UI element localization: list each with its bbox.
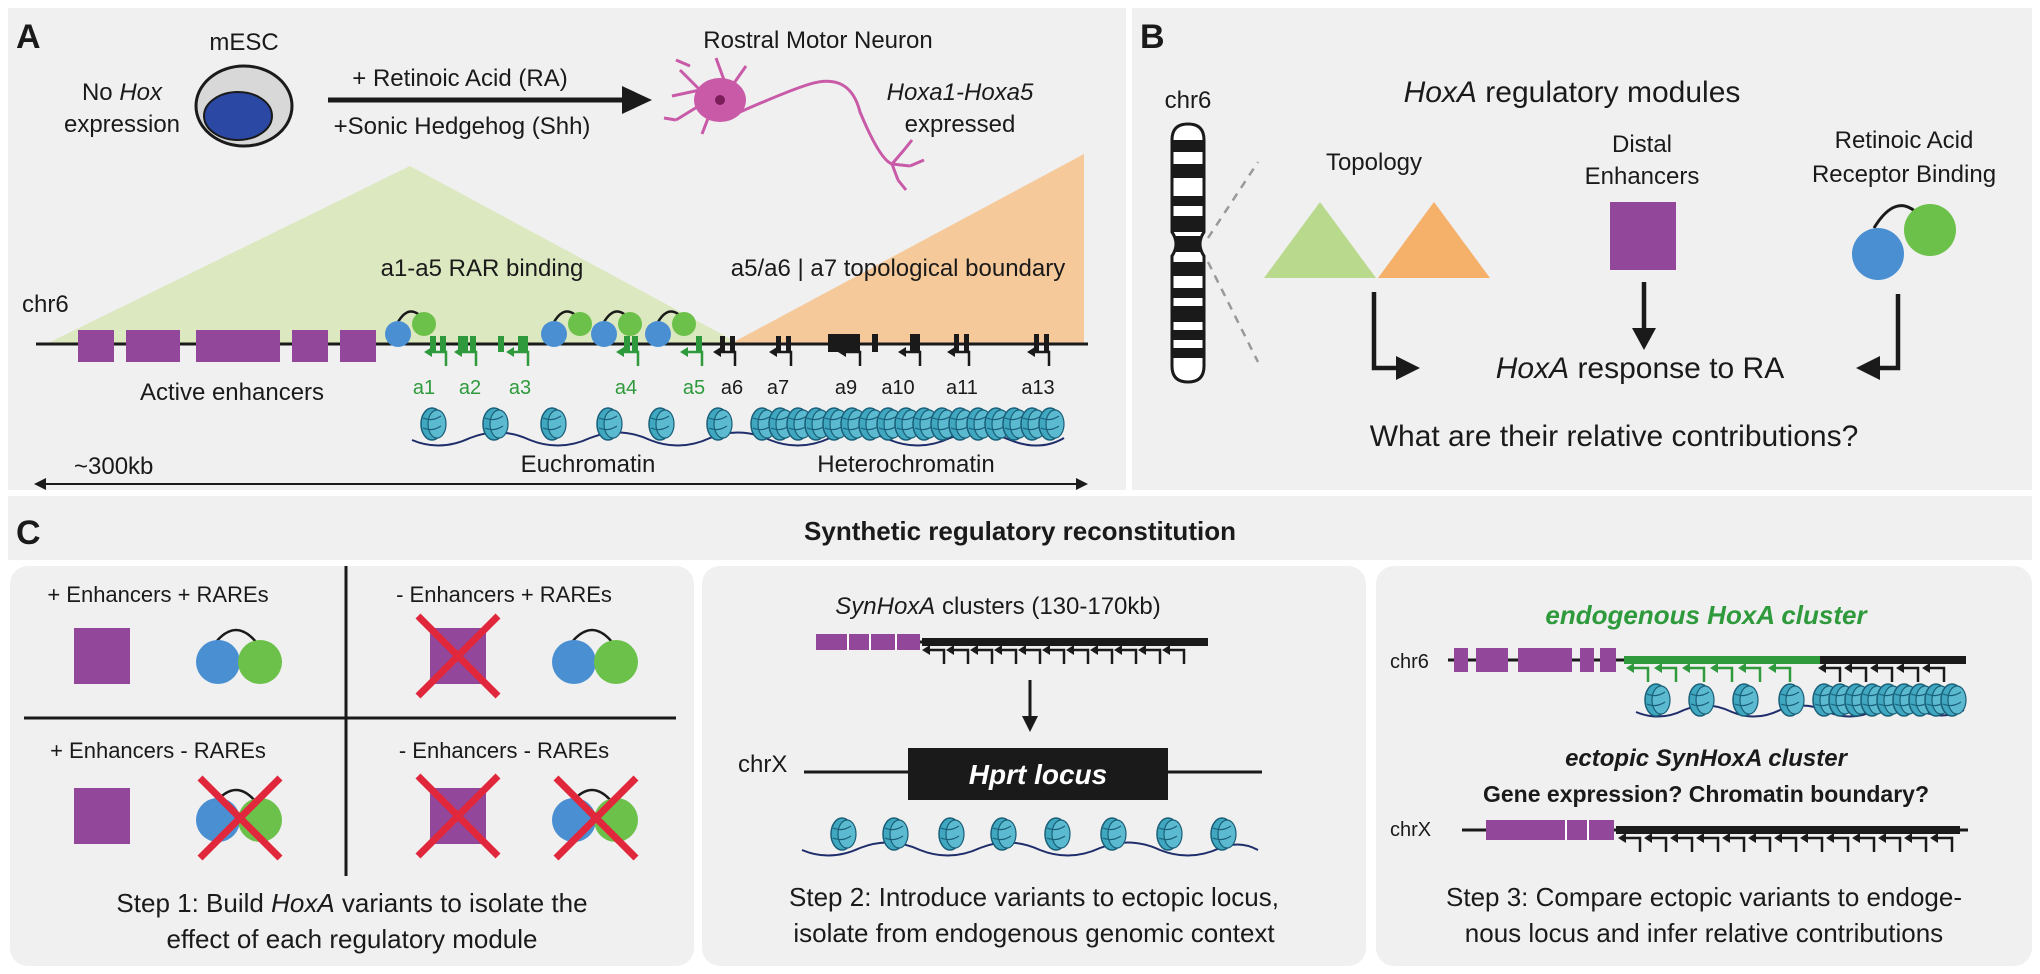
no-hox-text-1: No Hox	[82, 79, 163, 106]
nucleosome-array-step2	[801, 817, 1259, 857]
quad-label: - Enhancers - RAREs	[399, 738, 609, 763]
enhancer-boxes-a	[78, 330, 376, 362]
scale-label: ~300kb	[74, 453, 153, 480]
contributions-question: What are their relative contributions?	[1370, 420, 1859, 453]
gene-label: a5	[683, 377, 705, 399]
motor-neuron-icon	[663, 57, 925, 191]
mesc-label: mESC	[209, 29, 278, 56]
heterochromatin-label: Heterochromatin	[817, 451, 994, 478]
topology-orange-triangle	[1378, 202, 1490, 278]
gene-label: a13	[1021, 377, 1054, 399]
rar-label-1: Retinoic Acid	[1835, 127, 1974, 154]
quad-label: + Enhancers + RAREs	[47, 582, 268, 607]
distal-enhancer-box	[1610, 202, 1676, 270]
step2-text-1: Step 2: Introduce variants to ectopic lo…	[789, 882, 1279, 912]
gene-labels-a: a1 a2 a3 a4 a5 a6 a7 a9 a10 a11 a13	[413, 377, 1055, 399]
rar-binding-label: a1-a5 RAR binding	[381, 255, 584, 282]
arrowhead-rar	[1856, 356, 1880, 380]
synhoxa-construct	[816, 634, 1208, 666]
distal-label-1: Distal	[1612, 131, 1672, 158]
gene-label: a6	[721, 377, 743, 399]
step1-text-2: effect of each regulatory module	[167, 924, 538, 954]
zoom-lines	[1206, 161, 1260, 363]
enhancer-square-q1	[74, 628, 130, 684]
hoxa-expressed-1: Hoxa1-Hoxa5	[887, 79, 1034, 106]
no-hox-text-2: expression	[64, 111, 180, 138]
gene-label: a2	[459, 377, 481, 399]
ra-label: + Retinoic Acid (RA)	[352, 65, 567, 92]
ectopic-label: ectopic SynHoxA cluster	[1565, 745, 1849, 772]
rare-dimer-q2	[552, 628, 638, 684]
nucleosome-array-a	[411, 407, 1065, 447]
panel-c-title: Synthetic regulatory reconstitution	[804, 516, 1236, 546]
synhoxa-label: SynHoxA clusters (130-170kb)	[835, 593, 1160, 620]
insertion-arrow	[1022, 680, 1038, 732]
differentiation-arrow	[328, 86, 652, 114]
quad-label: + Enhancers - RAREs	[50, 738, 266, 763]
green-tad-triangle	[46, 166, 740, 344]
chr6-label-step3: chr6	[1390, 651, 1429, 673]
panel-a-label: A	[16, 18, 41, 56]
red-cross-q2	[415, 613, 501, 699]
step1-text-1: Step 1: Build HoxA variants to isolate t…	[116, 888, 587, 918]
chrx-label-step3: chrX	[1390, 819, 1431, 841]
panel-b-label: B	[1140, 18, 1165, 56]
step1-box	[10, 566, 694, 966]
arrowhead-enhancers	[1632, 328, 1656, 350]
arrowhead-topology	[1396, 356, 1420, 380]
shh-label: +Sonic Hedgehog (Shh)	[334, 113, 591, 140]
rar-dimer-icon-b	[1852, 204, 1956, 280]
scale-bar	[34, 478, 1088, 490]
red-cross-q4b	[553, 775, 639, 861]
red-cross-q3	[197, 775, 283, 861]
panel-c-label: C	[16, 514, 41, 552]
red-cross-q4a	[415, 773, 501, 859]
modules-title: HoxA regulatory modules	[1404, 76, 1741, 109]
step3-text-2: nous locus and infer relative contributi…	[1465, 918, 1943, 948]
chr6-label-b: chr6	[1165, 87, 1212, 114]
hoxa-genes-a	[422, 334, 1051, 368]
orange-tad-triangle	[730, 154, 1084, 344]
gene-label: a3	[509, 377, 531, 399]
quad-label: - Enhancers + RAREs	[396, 582, 612, 607]
boundary-label: a5/a6 | a7 topological boundary	[731, 255, 1066, 282]
gene-label: a4	[615, 377, 637, 399]
gene-label: a1	[413, 377, 435, 399]
euchromatin-label: Euchromatin	[521, 451, 656, 478]
step3-text-1: Step 3: Compare ectopic variants to endo…	[1446, 882, 1962, 912]
rare-dimer-q1	[196, 628, 282, 684]
hprt-locus-box	[908, 748, 1168, 800]
rar-label-2: Receptor Binding	[1812, 161, 1996, 188]
active-enhancers-label: Active enhancers	[140, 379, 324, 406]
chrx-label-step2: chrX	[738, 751, 787, 778]
endogenous-label: endogenous HoxA cluster	[1545, 600, 1868, 630]
chr6-label-a: chr6	[22, 291, 69, 318]
chromosome-icon	[1170, 122, 1206, 384]
enhancer-square-q3	[74, 788, 130, 844]
gene-label: a9	[835, 377, 857, 399]
step3-question: Gene expression? Chromatin boundary?	[1483, 781, 1929, 807]
topology-label: Topology	[1326, 149, 1422, 176]
endogenous-locus	[1448, 648, 1966, 684]
hprt-locus-label: Hprt locus	[969, 759, 1107, 790]
panel-a: A No Hox expression mESC + Retinoic Acid…	[8, 8, 1126, 490]
mesc-cell-icon	[194, 64, 294, 148]
step2-text-2: isolate from endogenous genomic context	[793, 918, 1275, 948]
arrows-to-response	[1371, 282, 1901, 371]
gene-label: a10	[881, 377, 914, 399]
topology-green-triangle	[1264, 202, 1376, 278]
nucleosome-array-step3	[1635, 683, 1967, 718]
panel-b: B chr6 HoxA regulatory modules Topology …	[1132, 8, 2032, 490]
hoxa-response-label: HoxA response to RA	[1496, 352, 1784, 385]
hoxa-expressed-2: expressed	[905, 111, 1016, 138]
ectopic-locus	[1462, 820, 1968, 854]
neuron-label: Rostral Motor Neuron	[703, 27, 932, 54]
panel-c-header-bg	[8, 496, 2032, 560]
distal-label-2: Enhancers	[1585, 163, 1700, 190]
panel-c: C Synthetic regulatory reconstitution + …	[8, 496, 2032, 966]
gene-label: a7	[767, 377, 789, 399]
gene-label: a11	[946, 377, 978, 399]
